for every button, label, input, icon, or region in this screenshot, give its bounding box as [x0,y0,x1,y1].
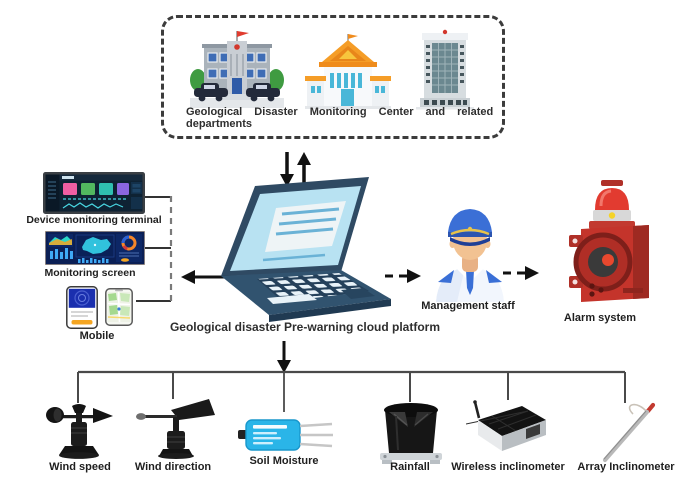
wind-direction-sensor-icon [133,398,217,460]
monitoring-screen-icon [45,231,145,265]
soil-moisture-label: Soil Moisture [249,455,319,467]
wireless-inclinometer-icon [466,398,552,456]
cloud-platform-laptop-icon [205,172,393,322]
rainfall-label: Rainfall [390,461,430,473]
government-building-icon [188,28,286,110]
terminal-bracket [136,196,173,302]
mobile-map-phone-icon [105,288,133,326]
monitoring-screen-label: Monitoring screen [44,267,136,279]
mobile-label: Mobile [79,330,115,342]
alarm-system-label: Alarm system [563,312,637,324]
wind-speed-label: Wind speed [49,461,111,473]
wind-speed-sensor-icon [45,402,115,460]
rainfall-sensor-icon [372,400,450,466]
monitoring-center-building-icon [303,32,393,110]
departments-caption: Geological Disaster Monitoring Center an… [186,106,494,130]
mobile-app-phone-icon [66,286,98,329]
sensor-bus [77,341,626,412]
platform-label: Geological disaster Pre-warning cloud pl… [169,320,441,334]
wind-direction-label: Wind direction [134,461,212,473]
soil-moisture-sensor-icon [238,415,334,455]
array-inclinometer-label: Array Inclinometer [577,461,675,473]
departments-box: Geological Disaster Monitoring Center an… [161,15,505,139]
management-staff-label: Management staff [421,300,515,312]
office-tower-icon [413,28,477,110]
wireless-inclinometer-label: Wireless inclinometer [451,461,565,473]
device-monitoring-terminal-icon [43,172,145,214]
departments-caption-line1: Geological Disaster Monitoring Center an… [186,106,494,118]
departments-caption-line2: departments [186,118,253,130]
arrow-platform-to-staff [385,269,421,283]
alarm-system-icon [545,180,659,308]
array-inclinometer-icon [595,398,659,466]
device-monitoring-terminal-label: Device monitoring terminal [26,214,162,226]
management-staff-icon [424,196,516,302]
arrow-staff-to-alarm [503,266,539,280]
